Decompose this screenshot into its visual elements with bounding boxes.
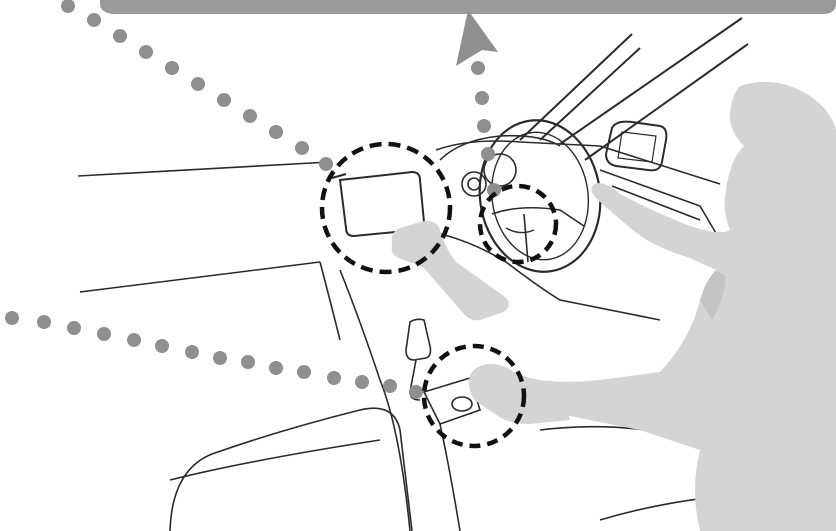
dotted-line-display xyxy=(61,0,333,171)
driver-figure xyxy=(469,82,836,531)
side-mirror xyxy=(606,122,666,171)
up-arrow-icon xyxy=(456,10,498,66)
dashboard-outline xyxy=(78,141,720,380)
center-console xyxy=(380,319,480,531)
windshield-frame xyxy=(520,18,748,160)
